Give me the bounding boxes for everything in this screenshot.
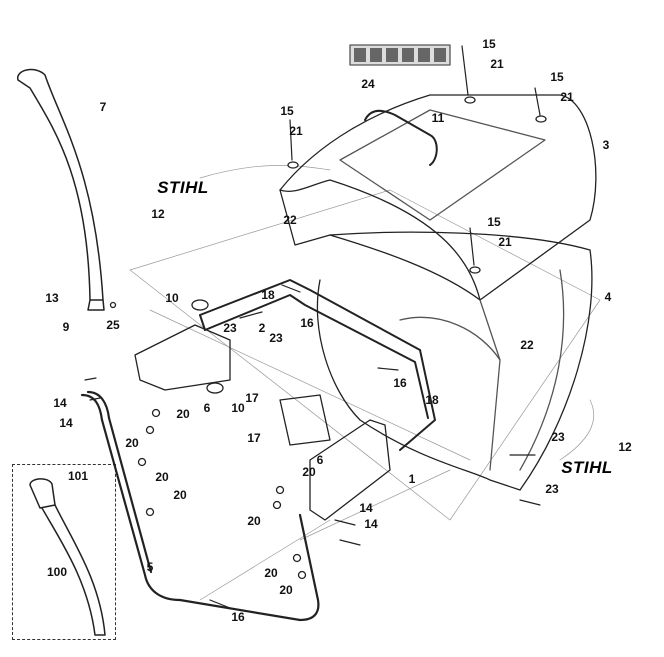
- callout-label: 100: [46, 565, 68, 579]
- callout-label: 20: [176, 407, 190, 421]
- washers-and-nuts: [109, 96, 547, 580]
- side-brackets: [134, 324, 391, 521]
- callout-label: 25: [106, 318, 120, 332]
- decal-strip: [349, 44, 451, 66]
- optional-part-inset-frame: [12, 464, 116, 640]
- stihl-logo-lower: STIHL: [561, 458, 613, 477]
- handle-frame: [80, 390, 320, 622]
- callout-label: 3: [602, 138, 610, 152]
- callout-label: 20: [173, 488, 187, 502]
- callout-label: 14: [53, 396, 67, 410]
- upper-cover: [279, 94, 597, 301]
- callout-label: 23: [269, 331, 283, 345]
- callout-label: 15: [482, 37, 496, 51]
- callout-label: 15: [550, 70, 564, 84]
- stihl-logo-upper: STIHL: [157, 178, 209, 197]
- callout-label: 7: [99, 100, 107, 114]
- callout-label: 20: [125, 436, 139, 450]
- callout-label: 12: [618, 440, 632, 454]
- callout-label: 23: [551, 430, 565, 444]
- callout-label: 1: [408, 472, 416, 486]
- callout-label: 10: [165, 291, 179, 305]
- callout-label: 20: [302, 465, 316, 479]
- callout-label: 16: [393, 376, 407, 390]
- callout-label: 15: [280, 104, 294, 118]
- callout-label: 10: [231, 401, 245, 415]
- callout-label: 20: [247, 514, 261, 528]
- callout-label: 16: [300, 316, 314, 330]
- bolts: [84, 45, 541, 609]
- callout-label: 22: [283, 213, 297, 227]
- callout-label: 20: [264, 566, 278, 580]
- callout-label: 14: [59, 416, 73, 430]
- callout-label: 18: [425, 393, 439, 407]
- callout-label: 9: [62, 320, 70, 334]
- callout-label: 12: [151, 207, 165, 221]
- callout-label: 23: [545, 482, 559, 496]
- callout-label: 20: [155, 470, 169, 484]
- callout-label: 6: [203, 401, 211, 415]
- callout-label: 6: [316, 453, 324, 467]
- callout-label: 22: [520, 338, 534, 352]
- callout-label: 2: [258, 321, 266, 335]
- callout-label: 4: [604, 290, 612, 304]
- lower-cover: [316, 231, 593, 491]
- tube: [17, 68, 105, 311]
- callout-label: 14: [359, 501, 373, 515]
- callout-label: 13: [45, 291, 59, 305]
- callout-label: 11: [431, 111, 445, 125]
- callout-label: 15: [487, 215, 501, 229]
- callout-label: 21: [289, 124, 303, 138]
- callout-label: 16: [231, 610, 245, 624]
- bag-frame: [199, 279, 436, 451]
- callout-label: 14: [364, 517, 378, 531]
- guide-lines: [129, 165, 601, 601]
- callout-label: 23: [223, 321, 237, 335]
- callout-label: 24: [361, 77, 375, 91]
- callout-label: 17: [247, 431, 261, 445]
- callout-label: 18: [261, 288, 275, 302]
- callout-label: 20: [279, 583, 293, 597]
- callout-label: 17: [245, 391, 259, 405]
- callout-label: 21: [560, 90, 574, 104]
- callout-label: 101: [67, 469, 89, 483]
- tube-inset: [29, 478, 106, 636]
- callout-label: 21: [498, 235, 512, 249]
- callout-label: 5: [146, 560, 154, 574]
- callout-label: 21: [490, 57, 504, 71]
